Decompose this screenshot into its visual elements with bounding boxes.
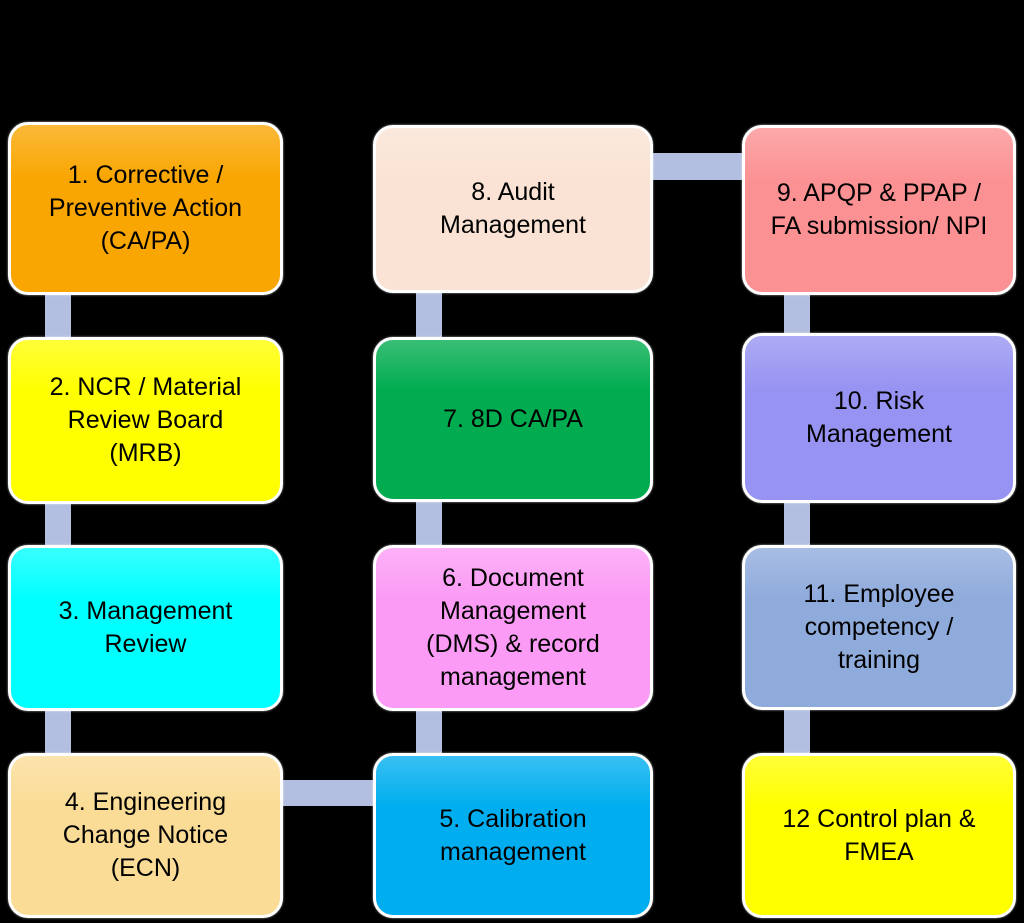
connector-6-7 [416, 495, 442, 553]
connector-10-11 [784, 495, 810, 553]
flow-box-3-label: 3. Management Review [58, 597, 233, 658]
flow-box-12-label: 12 Control plan & FMEA [782, 804, 976, 866]
flow-box-8-audit-management: 8. Audit Management [373, 125, 653, 293]
flow-box-12-control-plan-fmea: 12 Control plan & FMEA [742, 753, 1016, 918]
connector-11-12 [784, 702, 810, 761]
connector-5-6 [416, 703, 442, 761]
flow-box-6-document-management: 6. Document Management (DMS) & record ma… [373, 545, 653, 711]
flow-box-2-label: 2. NCR / Material Review Board (MRB) [49, 373, 242, 467]
flow-box-10-label: 10. Risk Management [806, 387, 952, 448]
flow-box-4-engineering-change-notice: 4. Engineering Change Notice (ECN) [8, 753, 283, 918]
connector-3-4 [45, 703, 71, 761]
flow-box-5-calibration-management: 5. Calibration management [373, 753, 653, 918]
connector-1-2 [45, 285, 71, 345]
flow-box-7-label: 7. 8D CA/PA [443, 405, 583, 433]
flow-box-5-label: 5. Calibration management [439, 804, 587, 866]
connector-8-9 [645, 153, 749, 180]
flow-box-2-ncr-material-review-board: 2. NCR / Material Review Board (MRB) [8, 337, 283, 504]
flow-box-3-management-review: 3. Management Review [8, 545, 283, 711]
connector-7-8 [416, 285, 442, 345]
flow-box-1-label: 1. Corrective / Preventive Action (CA/PA… [48, 161, 243, 255]
flow-box-9-label: 9. APQP & PPAP / FA submission/ NPI [770, 179, 988, 240]
flow-box-11-employee-competency-training: 11. Employee competency / training [742, 545, 1016, 710]
connector-2-3 [45, 495, 71, 553]
flow-box-6-label: 6. Document Management (DMS) & record ma… [426, 564, 600, 691]
flow-box-4-label: 4. Engineering Change Notice (ECN) [62, 788, 229, 882]
connector-9-10 [784, 287, 810, 341]
flow-box-10-risk-management: 10. Risk Management [742, 333, 1016, 503]
flow-box-7-8d-capa: 7. 8D CA/PA [373, 337, 653, 502]
flow-box-8-label: 8. Audit Management [440, 178, 586, 239]
flow-box-11-label: 11. Employee competency / training [803, 580, 955, 674]
flow-box-9-apqp-ppap-fa-npi: 9. APQP & PPAP / FA submission/ NPI [742, 125, 1016, 295]
flow-box-1-corrective-preventive-action: 1. Corrective / Preventive Action (CA/PA… [8, 122, 283, 295]
connector-4-5 [275, 780, 380, 806]
